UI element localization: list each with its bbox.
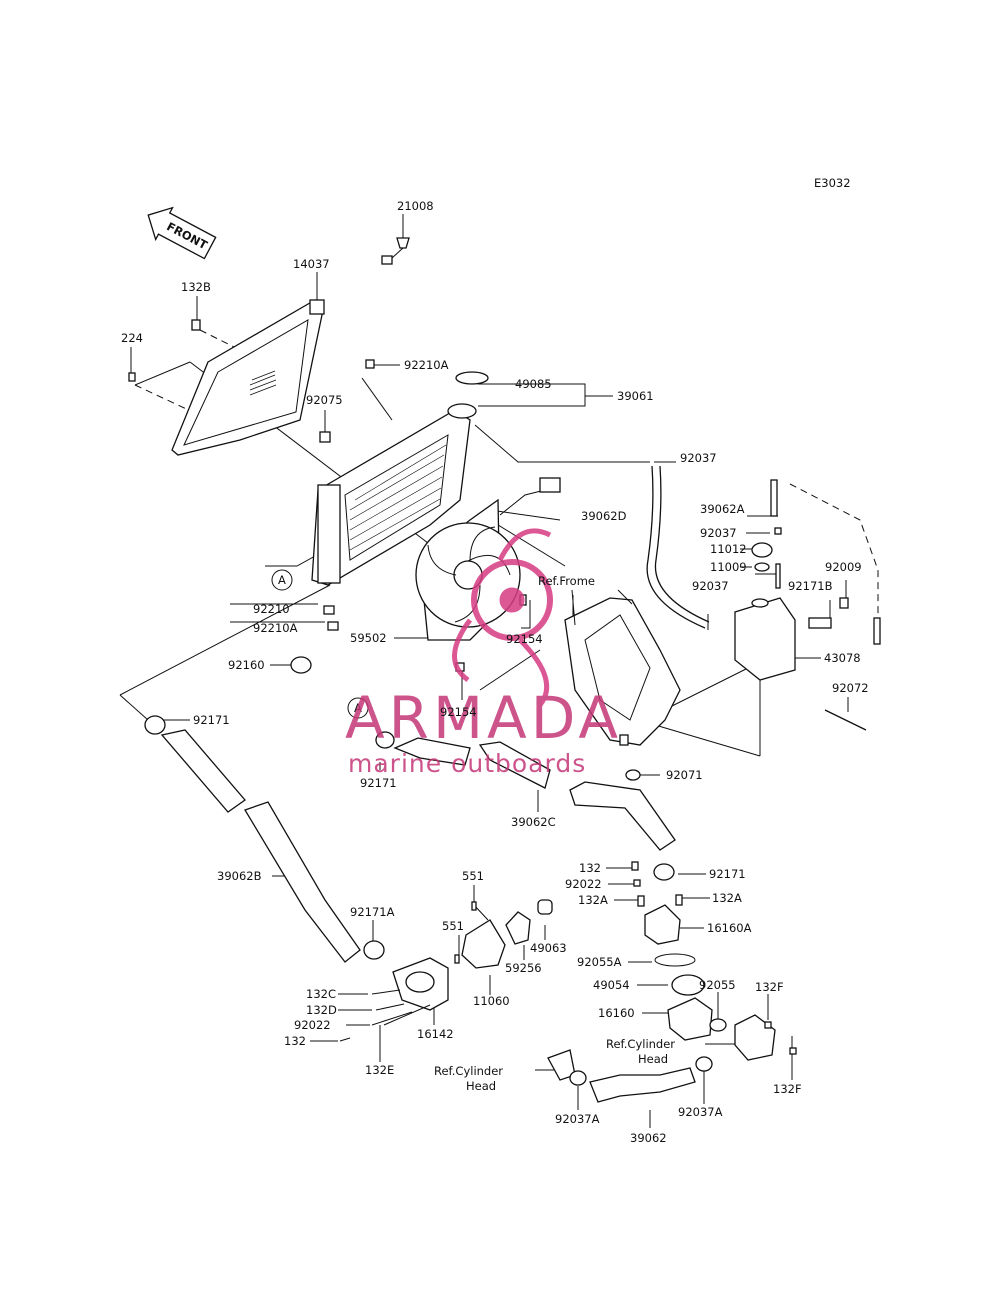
part-label-59502: 59502 — [350, 631, 387, 645]
ref-callout-a-upper: A — [271, 569, 293, 591]
part-label-92160: 92160 — [228, 658, 265, 672]
part-label-92037A: 92037A — [555, 1112, 600, 1126]
part-label-21008: 21008 — [397, 199, 434, 213]
part-label-132F: 132F — [773, 1082, 802, 1096]
watermark-tagline: marine outboards — [348, 749, 586, 778]
part-label-39062C: 39062C — [511, 815, 556, 829]
part-label-16142: 16142 — [417, 1027, 454, 1041]
part-label-11060: 11060 — [473, 994, 510, 1008]
part-label-11009: 11009 — [710, 560, 747, 574]
part-label-92055: 92055 — [699, 978, 736, 992]
part-label-132: 132 — [284, 1034, 306, 1048]
hose-39062C — [375, 731, 676, 881]
part-label-43078: 43078 — [824, 651, 861, 665]
part-label-59256: 59256 — [505, 961, 542, 975]
part-labels: E3032 21008 14037 132B 224 92210A 49085 … — [121, 176, 869, 1145]
hose-39062 — [547, 1049, 713, 1103]
svg-text:A: A — [278, 573, 286, 587]
part-label-49054: 49054 — [593, 978, 630, 992]
frame-reference — [564, 589, 681, 781]
reservoir-tank-43078 — [734, 479, 881, 731]
ref-callout-a-lower: A — [347, 697, 369, 719]
part-label-92037: 92037 — [680, 451, 717, 465]
part-label-132F: 132F — [755, 980, 784, 994]
thermostat-housing — [631, 861, 797, 1061]
part-label-132: 132 — [579, 861, 601, 875]
thermo-sensor-21008 — [381, 214, 410, 265]
part-label-132E: 132E — [365, 1063, 394, 1077]
part-label-49085: 49085 — [515, 377, 552, 391]
part-label-132B: 132B — [181, 280, 211, 294]
part-label-92210A: 92210A — [404, 358, 449, 372]
svg-text:A: A — [354, 701, 362, 715]
part-label-11012: 11012 — [710, 542, 747, 556]
ref-frame: Ref.Frome — [538, 574, 595, 588]
ref-cylinder-head-left-2: Head — [466, 1079, 496, 1093]
part-label-39062B: 39062B — [217, 869, 262, 883]
part-label-14037: 14037 — [293, 257, 330, 271]
part-label-92037A: 92037A — [678, 1105, 723, 1119]
front-arrow-icon: FRONT — [147, 206, 217, 260]
part-label-92071: 92071 — [666, 768, 703, 782]
part-label-92210A: 92210A — [253, 621, 298, 635]
part-label-224: 224 — [121, 331, 143, 345]
radiator-core — [290, 359, 527, 674]
ref-cylinder-head-right-2: Head — [638, 1052, 668, 1066]
watermark-logo-icon — [452, 528, 553, 707]
cooling-fan-59502 — [415, 477, 561, 672]
part-label-92171A: 92171A — [350, 905, 395, 919]
part-label-92037: 92037 — [692, 579, 729, 593]
part-label-92171: 92171 — [360, 776, 397, 790]
part-label-39062D: 39062D — [581, 509, 627, 523]
part-label-132A: 132A — [712, 891, 742, 905]
part-label-92022: 92022 — [565, 877, 602, 891]
part-label-92171: 92171 — [709, 867, 746, 881]
part-label-92210: 92210 — [253, 602, 290, 616]
part-label-132A: 132A — [578, 893, 608, 907]
part-label-92055A: 92055A — [577, 955, 622, 969]
part-label-39062A: 39062A — [700, 502, 745, 516]
watermark-brand: ARMADA — [345, 684, 622, 752]
part-label-551: 551 — [462, 869, 484, 883]
part-label-49063: 49063 — [530, 941, 567, 955]
diagram-code: E3032 — [814, 176, 851, 190]
part-label-16160A: 16160A — [707, 921, 752, 935]
part-label-92072: 92072 — [832, 681, 869, 695]
part-label-92075: 92075 — [306, 393, 343, 407]
hose-39062B — [144, 715, 385, 963]
part-label-132D: 132D — [306, 1003, 337, 1017]
hose-39062D — [646, 465, 706, 629]
part-label-39062: 39062 — [630, 1131, 667, 1145]
parts-drawing: FRONT — [128, 206, 881, 1103]
part-label-551: 551 — [442, 919, 464, 933]
part-label-92171B: 92171B — [788, 579, 833, 593]
pump-cover-11060 — [454, 899, 553, 969]
part-label-92154: 92154 — [440, 705, 477, 719]
part-label-16160: 16160 — [598, 1006, 635, 1020]
radiator-screen-14037 — [128, 299, 325, 456]
part-label-92037: 92037 — [700, 526, 737, 540]
part-label-92009: 92009 — [825, 560, 862, 574]
ref-cylinder-head-right: Ref.Cylinder — [606, 1037, 675, 1051]
part-label-39061: 39061 — [617, 389, 654, 403]
part-label-92022: 92022 — [294, 1018, 331, 1032]
ref-cylinder-head-left: Ref.Cylinder — [434, 1064, 503, 1078]
part-label-92154: 92154 — [506, 632, 543, 646]
watermark: ARMADA marine outboards — [345, 528, 622, 778]
part-label-92171: 92171 — [193, 713, 230, 727]
part-label-132C: 132C — [306, 987, 336, 1001]
water-pump-16142 — [339, 957, 449, 1042]
